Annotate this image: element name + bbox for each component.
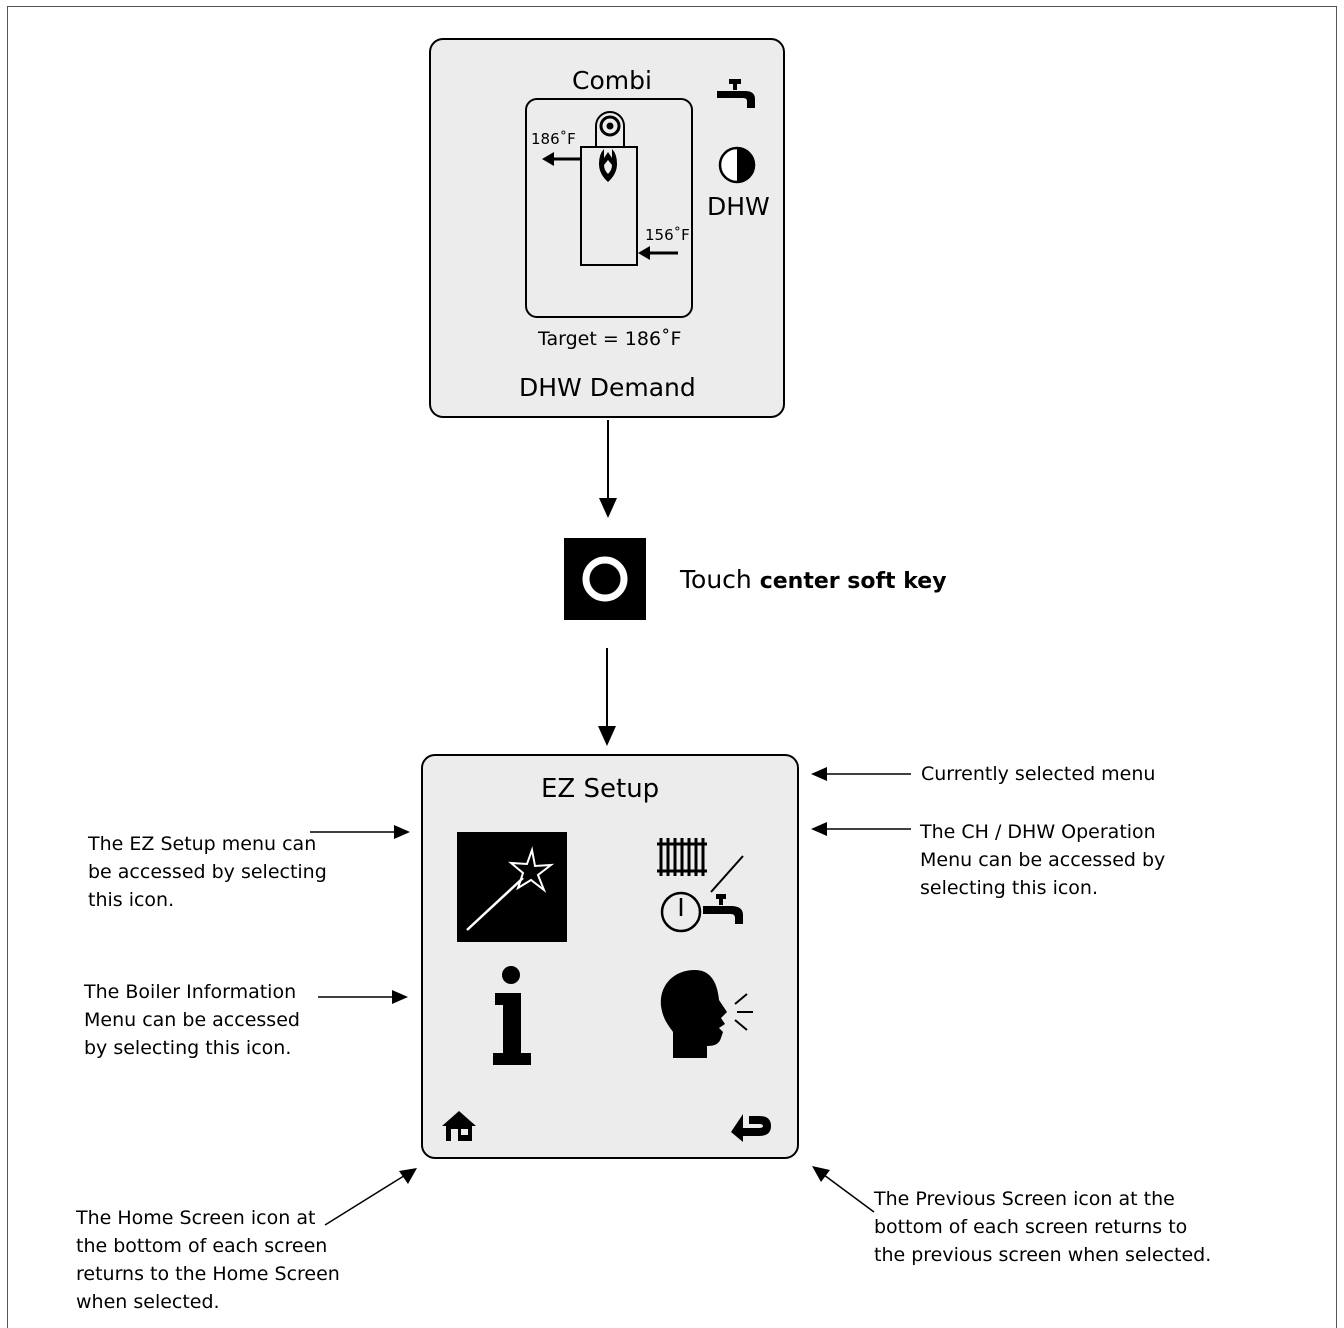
info-icon bbox=[493, 966, 531, 1065]
figure-frame bbox=[7, 6, 1337, 1328]
annotation-home: The Home Screen icon at the bottom of ea… bbox=[76, 1207, 340, 1313]
menu-screen: EZ Setup bbox=[421, 754, 799, 1159]
pump-label: DHW bbox=[707, 192, 770, 221]
flow-arrow-1 bbox=[599, 420, 617, 518]
ez-setup-menu-button[interactable] bbox=[457, 832, 567, 942]
ch-dhw-operation-button[interactable] bbox=[651, 832, 771, 942]
voice-icon bbox=[660, 970, 753, 1058]
circle-key-icon bbox=[582, 556, 628, 602]
pointer-home bbox=[324, 1168, 417, 1226]
annotation-currently-selected: Currently selected menu bbox=[921, 763, 1156, 785]
instruction-key: center soft key bbox=[759, 569, 947, 594]
pointer-ch-dhw bbox=[811, 822, 911, 836]
supply-arrow bbox=[542, 152, 582, 166]
supply-temperature: 186˚F bbox=[531, 130, 576, 148]
home-status-screen: Combi 186˚F 156˚F DHW Target = 186˚F DHW… bbox=[429, 38, 785, 418]
flame-icon bbox=[599, 149, 617, 182]
faucet-icon bbox=[717, 79, 755, 108]
return-temperature: 156˚F bbox=[645, 226, 690, 244]
annotation-previous: The Previous Screen icon at the bottom o… bbox=[874, 1188, 1212, 1266]
annotation-ch-dhw: The CH / DHW Operation Menu can be acces… bbox=[920, 821, 1166, 899]
boiler-information-button[interactable] bbox=[483, 961, 543, 1071]
pump-icon bbox=[718, 146, 756, 184]
boiler-diagram bbox=[525, 98, 693, 318]
pointer-ez-setup bbox=[310, 825, 410, 839]
fan-icon bbox=[595, 111, 625, 146]
ch-dhw-operation-icon bbox=[657, 838, 744, 933]
instruction-prefix: Touch bbox=[680, 565, 760, 594]
home-icon[interactable] bbox=[441, 1110, 477, 1142]
pointer-previous bbox=[812, 1166, 875, 1213]
magic-wand-icon bbox=[466, 846, 555, 931]
pointer-boiler-info bbox=[318, 990, 408, 1004]
language-voice-button[interactable] bbox=[651, 966, 761, 1066]
demand-status: DHW Demand bbox=[519, 373, 696, 402]
flow-arrow-2 bbox=[598, 648, 616, 746]
center-soft-key[interactable] bbox=[564, 538, 646, 620]
screen-title: Combi bbox=[572, 66, 652, 95]
return-arrow-icon[interactable] bbox=[729, 1112, 773, 1144]
instruction-text: Touch center soft key bbox=[680, 565, 947, 594]
annotation-ez-setup: The EZ Setup menu can be accessed by sel… bbox=[88, 833, 327, 911]
target-temperature: Target = 186˚F bbox=[538, 328, 682, 350]
annotation-boiler-info: The Boiler Information Menu can be acces… bbox=[84, 981, 300, 1059]
return-arrow bbox=[638, 246, 678, 260]
pointer-currently-selected bbox=[811, 767, 911, 781]
menu-title: EZ Setup bbox=[541, 774, 660, 804]
